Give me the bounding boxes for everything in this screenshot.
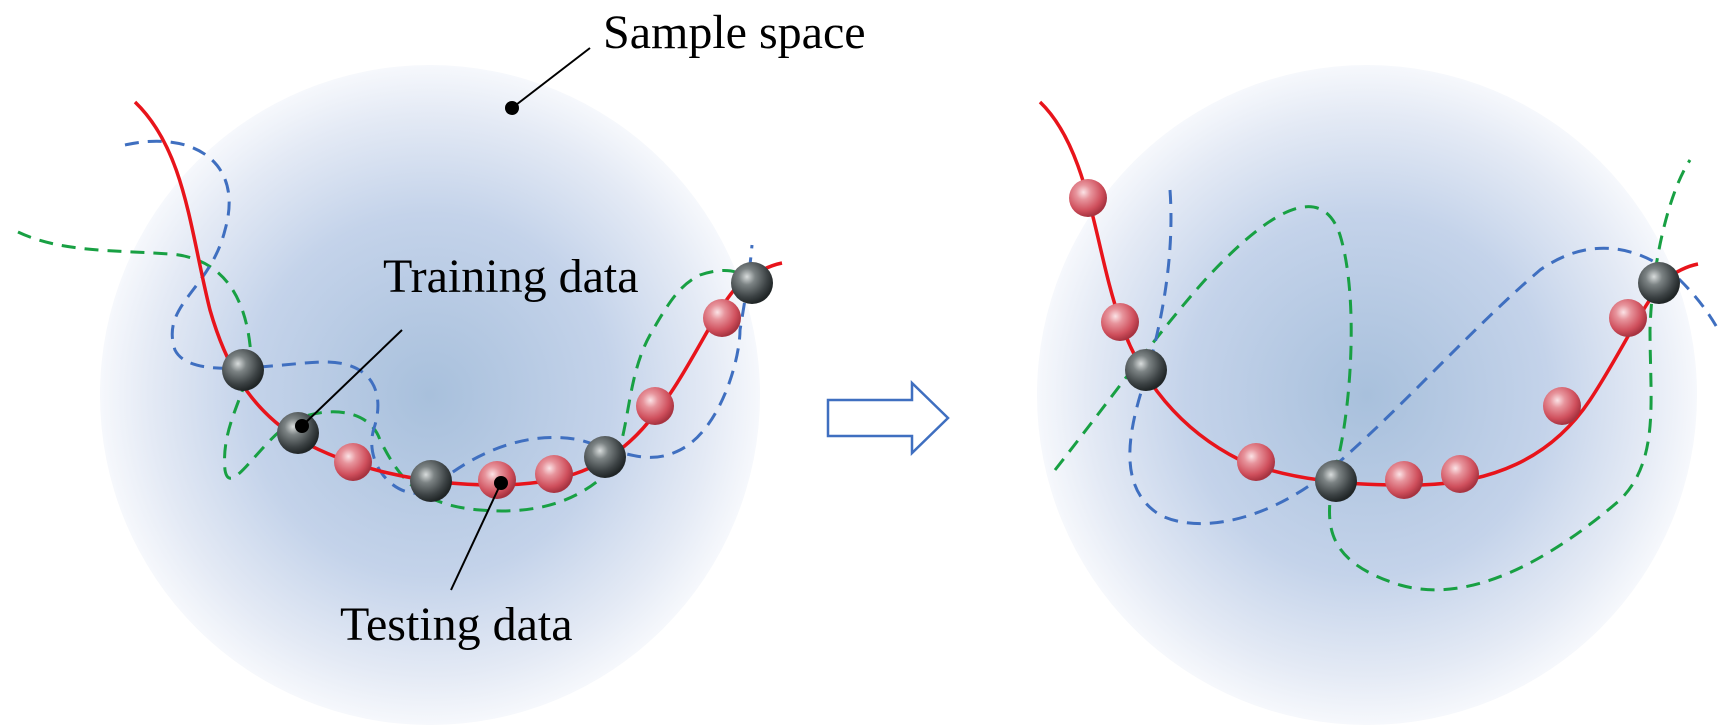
training-point [277, 412, 319, 454]
testing-point [535, 455, 573, 493]
model-curve-green [17, 230, 743, 513]
training-point [731, 262, 773, 304]
testing-point [1385, 461, 1423, 499]
testing-point [334, 443, 372, 481]
testing-point [1101, 303, 1139, 341]
sample-space-region [100, 65, 760, 725]
training-point [410, 460, 452, 502]
sample-space-dot [505, 101, 519, 115]
testing-point [1543, 387, 1581, 425]
model-curve-green [1053, 159, 1692, 592]
training-point [1315, 460, 1357, 502]
training-point [1638, 262, 1680, 304]
testing-point [1237, 443, 1275, 481]
testing-data-leader [450, 482, 502, 591]
testing-point [1069, 179, 1107, 217]
testing-point [703, 299, 741, 337]
testing-data-label: Testing data [340, 598, 573, 651]
testing-point [1609, 299, 1647, 337]
sample-space-label: Sample space [603, 6, 866, 59]
training-point [584, 436, 626, 478]
training-point [222, 349, 264, 391]
model-curve-blue [124, 139, 754, 495]
sample-space-region [1037, 65, 1697, 725]
panel-after [1037, 65, 1722, 725]
training-data-leader [301, 329, 403, 427]
transition-arrow [826, 380, 950, 456]
training-data-label: Training data [383, 250, 639, 303]
testing-point [636, 387, 674, 425]
testing-point [1441, 455, 1479, 493]
panel-before: Sample space Training data Testing data [17, 6, 866, 725]
training-point [1125, 349, 1167, 391]
testing-data-dot [494, 476, 508, 490]
sample-space-leader [511, 47, 591, 109]
training-data-dot [295, 419, 309, 433]
